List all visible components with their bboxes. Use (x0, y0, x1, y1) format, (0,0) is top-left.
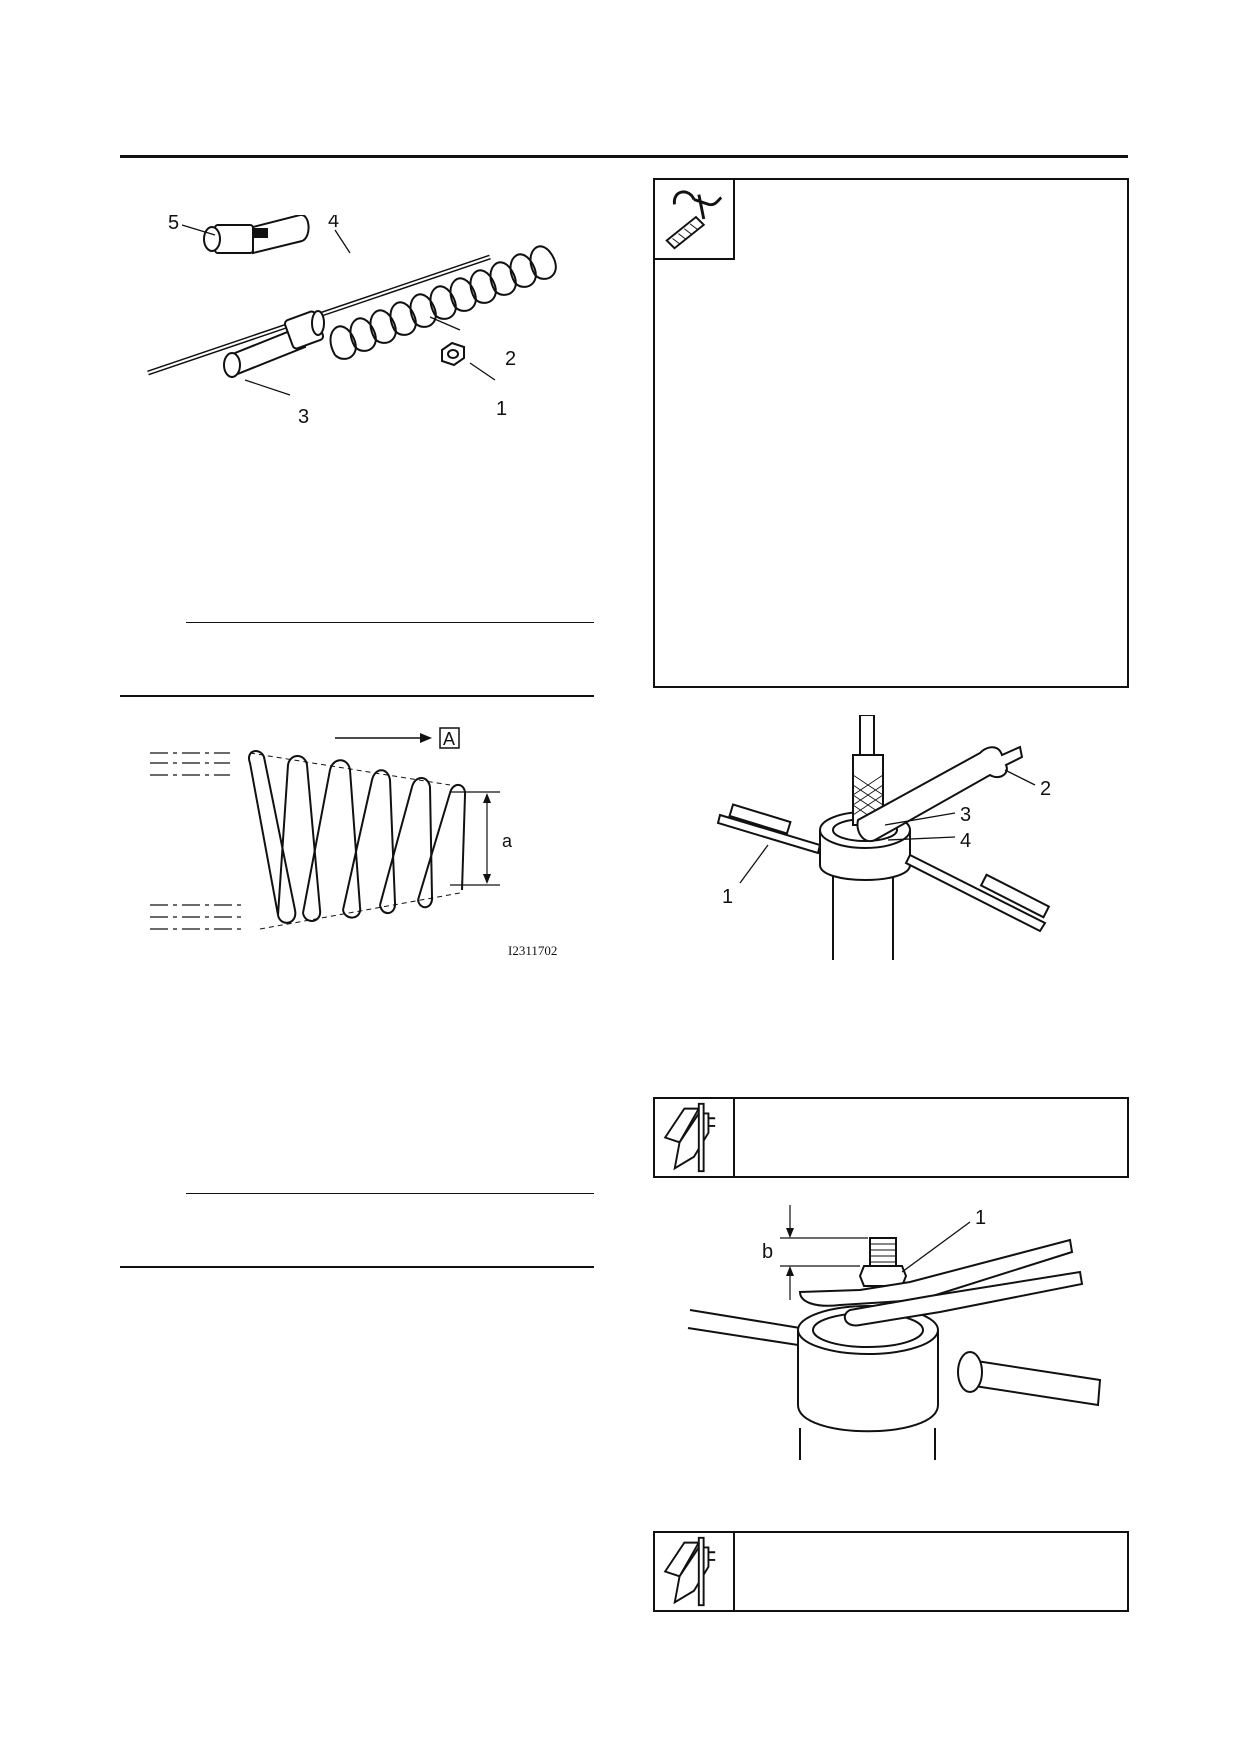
callout-2: 2 (505, 348, 516, 370)
measurement-box-2 (653, 1531, 1129, 1612)
spring-figure: A a (150, 725, 570, 960)
callout-1: 1 (496, 398, 507, 420)
view-label-A: A (443, 729, 455, 749)
cap-bolt-part (203, 215, 310, 255)
caliper-icon-frame (655, 1099, 735, 1176)
caliper-icon-frame (655, 1533, 735, 1610)
nut-part (441, 341, 465, 367)
damper-rod-holder-illustration: 1 2 3 4 (716, 715, 1051, 960)
special-tool-icon-frame (655, 180, 735, 260)
locknut-figure: b 1 (680, 1200, 1120, 1460)
section-rule (120, 695, 594, 697)
section-rule (120, 1266, 594, 1268)
dimension-b-label: b (762, 1241, 773, 1263)
header-rule (120, 155, 1128, 158)
spring-measurement-illustration: A a (150, 727, 557, 958)
callout-4: 4 (960, 830, 971, 852)
holder-part (223, 310, 325, 378)
image-code: I2311702 (508, 943, 557, 958)
callout-1: 1 (722, 886, 733, 908)
caliper-icon (663, 1102, 716, 1173)
fork-parts-figure: 5 4 2 3 1 (140, 215, 580, 445)
spring-part (329, 245, 557, 360)
section-rule (186, 1193, 594, 1194)
special-tool-icon (665, 190, 723, 250)
callout-1: 1 (975, 1207, 986, 1229)
fork-parts-illustration: 5 4 2 3 1 (147, 215, 557, 428)
special-tool-box (653, 178, 1129, 688)
callout-2: 2 (1040, 778, 1051, 800)
damper-tool-figure: 1 2 3 4 (710, 715, 1100, 960)
caliper-icon (663, 1536, 716, 1607)
locknut-distance-illustration: b 1 (687, 1205, 1102, 1460)
callout-5: 5 (168, 215, 179, 234)
dimension-a-label: a (502, 831, 513, 851)
callout-4: 4 (328, 215, 339, 232)
section-rule (186, 622, 594, 623)
callout-3: 3 (960, 804, 971, 826)
callout-3: 3 (298, 406, 309, 428)
measurement-box-1 (653, 1097, 1129, 1178)
